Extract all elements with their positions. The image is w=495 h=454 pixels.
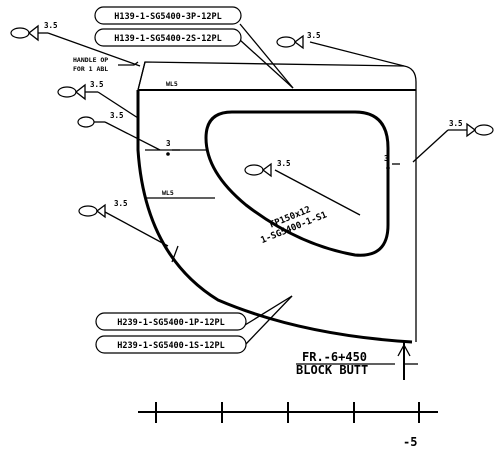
weld-symbol-2-size: 3.5: [90, 80, 104, 89]
callout-top-1: H139-1-SG5400-3P-12PL: [94, 6, 242, 25]
weld-symbol-4-size: 3.5: [114, 199, 128, 208]
weld-symbol-5: 3.5: [244, 159, 291, 178]
weld-symbol-2: 3.5: [57, 80, 104, 101]
flat-plate-label: FP150x12 1-SG5400-1-S1: [255, 200, 328, 246]
waterline-mid-label: WL5: [162, 189, 174, 197]
frame-label: FR.-6+450: [302, 350, 367, 364]
weld-symbol-4: 3.5: [78, 199, 128, 219]
callout-top-1-text: H139-1-SG5400-3P-12PL: [114, 12, 221, 22]
weld-symbol-7-size: 3.5: [449, 119, 463, 128]
callout-bottom-2-text: H239-1-SG5400-1S-12PL: [117, 341, 224, 351]
waterline-top-label: WL5: [166, 80, 178, 88]
callout-bottom-1-text: H239-1-SG5400-1P-12PL: [117, 318, 224, 328]
weld-symbol-3-size: 3.5: [110, 111, 124, 120]
weld-symbol-6: 3.5: [276, 31, 321, 50]
symbol-right-text: 3: [384, 154, 389, 163]
handle-label-1: HANDLE OP: [73, 56, 108, 64]
callout-top-2: H139-1-SG5400-2S-12PL: [94, 28, 242, 47]
cutout-hole: [204, 110, 390, 257]
leader-lines: [47, 23, 449, 346]
scale-value: -5: [403, 435, 417, 449]
callout-bottom-2: H239-1-SG5400-1S-12PL: [95, 335, 247, 354]
handle-arrow: [118, 61, 139, 66]
handle-label-2: FOR 1 ABL: [73, 65, 108, 73]
symbol-left-text: 3: [166, 139, 171, 148]
weld-symbol-1-size: 3.5: [44, 21, 58, 30]
frame-scale: -5: [138, 402, 438, 449]
symbol-left: 3: [166, 139, 180, 156]
frame-note: FR.-6+450 BLOCK BUTT: [296, 340, 418, 380]
callout-bottom-1: H239-1-SG5400-1P-12PL: [95, 312, 247, 331]
symbol-right: 3: [384, 154, 400, 170]
weld-symbol-1: 3.5: [10, 21, 58, 42]
callout-top-2-text: H139-1-SG5400-2S-12PL: [114, 34, 221, 44]
weld-symbol-5-size: 3.5: [277, 159, 291, 168]
block-butt-label: BLOCK BUTT: [296, 363, 368, 377]
weld-symbol-6-size: 3.5: [307, 31, 321, 40]
weld-symbol-7: 3.5: [448, 119, 494, 138]
weld-symbol-3: 3.5: [77, 111, 124, 128]
plate-outline: [136, 61, 417, 344]
